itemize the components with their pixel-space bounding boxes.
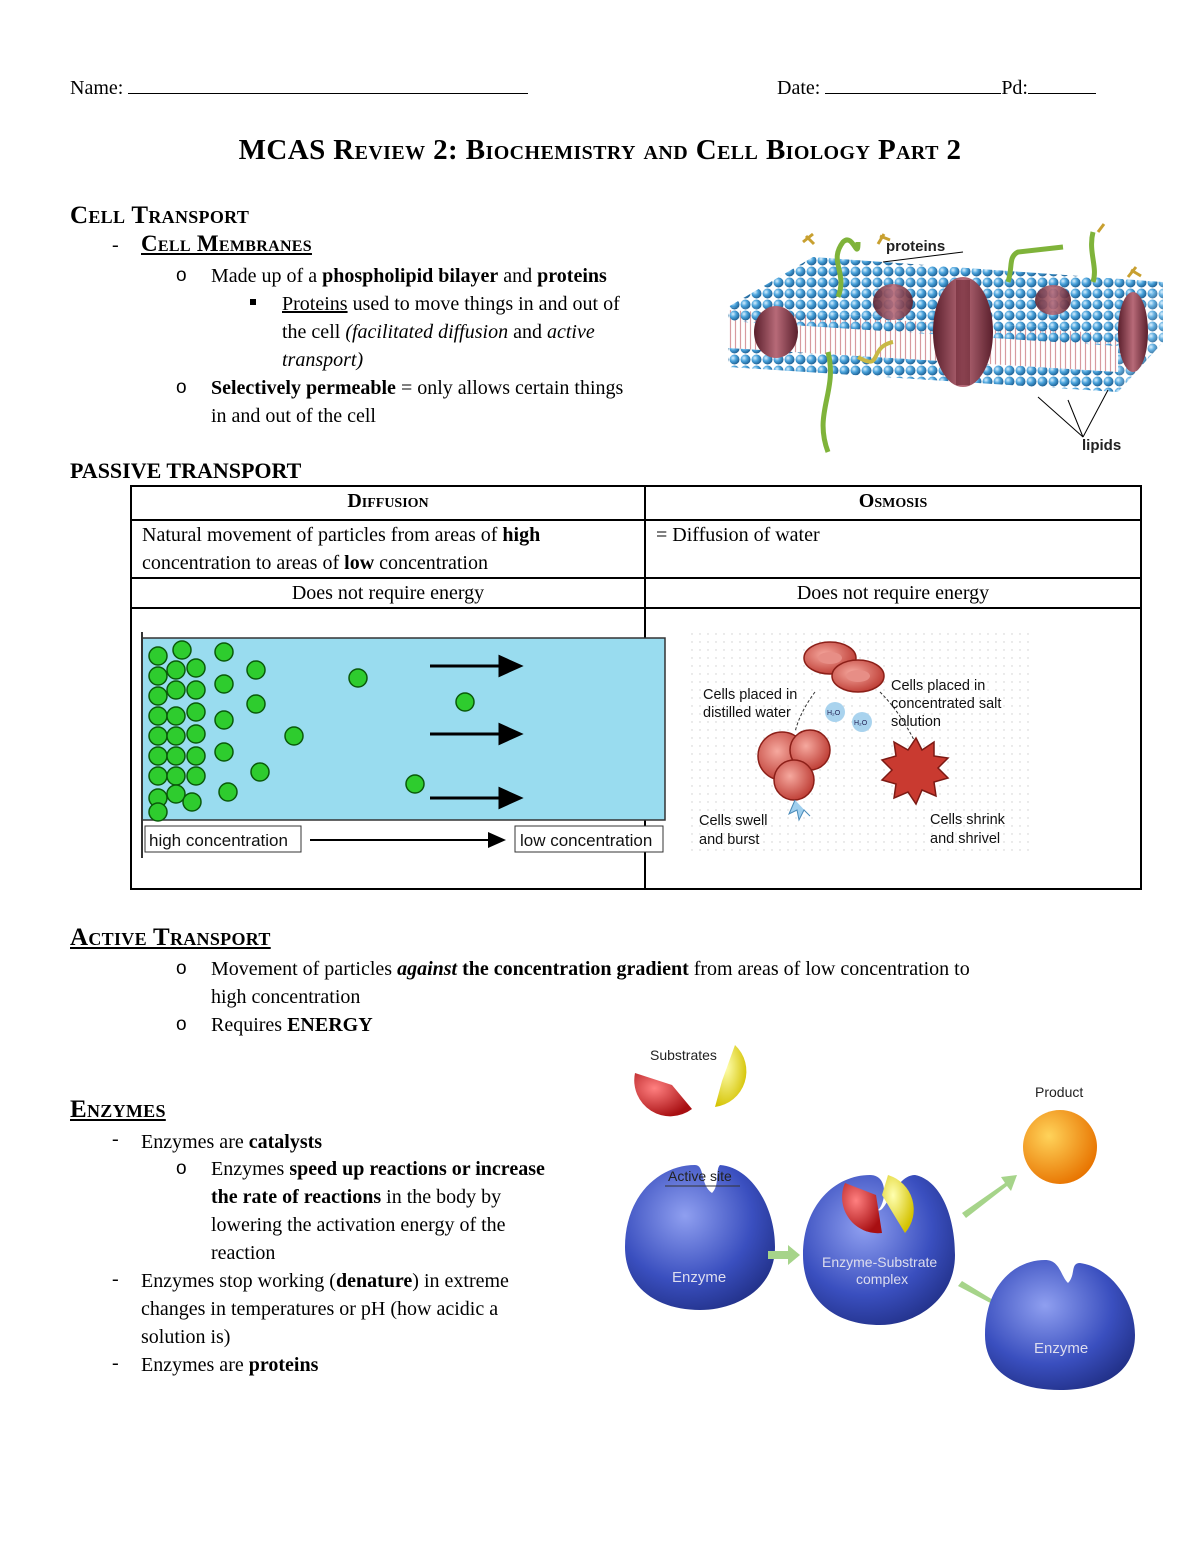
low-concentration-label: low concentration: [520, 831, 652, 850]
svg-text:and burst: and burst: [699, 832, 759, 848]
svg-text:Cells placed in: Cells placed in: [703, 687, 797, 703]
membrane-made-up: Made up of a phospholipid bilayer and pr…: [211, 265, 607, 287]
date-blank[interactable]: [825, 93, 1002, 94]
name-field: Name:: [70, 74, 529, 102]
selectively-permeable-point: Selectively permeable = only allows cert…: [211, 377, 624, 427]
pd-label: Pd:: [1001, 77, 1028, 99]
active-transport-heading: Active Transport: [70, 924, 271, 951]
square-bullet: [250, 299, 256, 305]
circle-bullet: o: [176, 377, 187, 398]
dash-bullet: -: [112, 234, 119, 256]
lipids-label: lipids: [1082, 437, 1121, 454]
swollen-cell: [757, 729, 831, 801]
svg-text:Cells placed in: Cells placed in: [891, 678, 985, 694]
proteins-label: proteins: [886, 238, 945, 255]
active-requires-energy: Requires ENERGY: [211, 1014, 373, 1036]
circle-bullet: o: [176, 1014, 187, 1035]
svg-text:solution: solution: [891, 714, 941, 730]
enzyme-diagram: Substrates Active site Enzyme Enzyme-Sub…: [625, 1045, 1135, 1390]
svg-text:Cells shrink: Cells shrink: [930, 812, 1006, 828]
pd-blank[interactable]: [1028, 93, 1096, 94]
active-site-label: Active site: [668, 1168, 732, 1184]
circle-bullet: o: [176, 958, 187, 979]
diffusion-diagram: high concentration low concentration: [141, 632, 666, 858]
cell-membrane-diagram: proteins lipids: [728, 223, 1163, 454]
circle-bullet: o: [176, 1158, 187, 1179]
svg-text:distilled water: distilled water: [703, 705, 791, 721]
dash-bullet: -: [112, 1352, 119, 1374]
product-label: Product: [1035, 1084, 1083, 1100]
enzymes-proteins-point: Enzymes are proteins: [141, 1354, 319, 1376]
name-blank[interactable]: [128, 93, 529, 94]
passive-transport-heading: PASSIVE TRANSPORT: [70, 458, 302, 483]
h2o-label: H₂O: [854, 720, 868, 727]
enzymes-catalysts: Enzymes are catalysts: [141, 1131, 323, 1153]
shriveled-cell: [880, 736, 950, 806]
enzymes-heading: Enzymes: [70, 1096, 166, 1123]
diffusion-definition: Natural movement of particles from areas…: [130, 519, 646, 579]
svg-text:and shrivel: and shrivel: [930, 831, 1000, 847]
high-concentration-label: high concentration: [149, 831, 288, 850]
circle-bullet: o: [176, 265, 187, 286]
osmosis-diagram: H₂O H₂O Cells placed in distilled water …: [690, 632, 1030, 854]
enzyme2-label: Enzyme: [1034, 1340, 1088, 1357]
diffusion-energy: Does not require energy: [130, 577, 646, 609]
diffusion-arrows: [430, 654, 524, 810]
date-field: Date: Pd:: [777, 74, 1096, 102]
particle-group: [148, 640, 475, 822]
active-transport-definition: Movement of particles against the concen…: [211, 958, 970, 1008]
enzyme-label: Enzyme: [672, 1269, 726, 1286]
osmosis-header: Osmosis: [644, 485, 1142, 521]
osmosis-definition: = Diffusion of water: [644, 519, 1142, 579]
diffusion-header: Diffusion: [130, 485, 646, 521]
enzymes-denature-point: Enzymes stop working (denature) in extre…: [141, 1270, 509, 1348]
cell-membranes-heading: Cell Membranes: [141, 231, 312, 256]
page-title: MCAS Review 2: Biochemistry and Cell Bio…: [238, 134, 962, 166]
dash-bullet: -: [112, 1268, 119, 1290]
date-label: Date:: [777, 77, 821, 99]
svg-text:Cells swell: Cells swell: [699, 813, 768, 829]
complex-label-line1: Enzyme-Substrate: [822, 1254, 937, 1270]
substrates-label: Substrates: [650, 1047, 717, 1063]
osmosis-energy: Does not require energy: [644, 577, 1142, 609]
enzymes-speed-point: Enzymes speed up reactions or increase t…: [211, 1158, 545, 1264]
svg-text:concentrated salt: concentrated salt: [891, 696, 1001, 712]
cell-transport-heading: Cell Transport: [70, 202, 250, 229]
proteins-point: Proteins used to move things in and out …: [282, 293, 620, 371]
name-label: Name:: [70, 77, 124, 99]
complex-label-line2: complex: [856, 1271, 908, 1287]
h2o-label: H₂O: [827, 710, 841, 717]
dash-bullet: -: [112, 1128, 119, 1150]
